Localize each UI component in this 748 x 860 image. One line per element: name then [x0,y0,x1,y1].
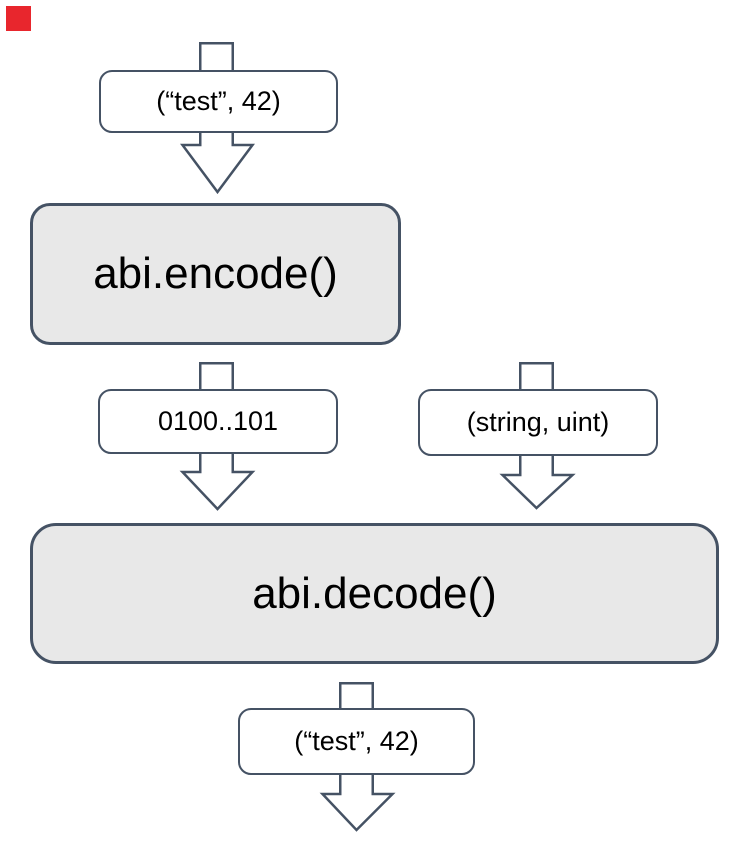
node-type-tuple: (string, uint) [418,389,658,456]
node-abi-decode: abi.decode() [30,523,719,664]
node-encoded-bytes: 0100..101 [98,389,338,454]
node-input-tuple: (“test”, 42) [99,70,338,133]
arrow-input-to-encode [180,130,255,195]
arrow-stem-into-types [519,362,554,393]
arrow-stem-encode-to-encoded [199,362,234,393]
arrow-output-out [319,773,396,832]
arrow-types-to-decode [499,453,576,510]
arrow-encoded-to-decode [179,452,256,511]
node-output-tuple: (“test”, 42) [238,708,475,775]
red-square-marker [6,6,31,31]
node-abi-encode: abi.encode() [30,203,401,345]
arrow-stem-decode-to-output [339,682,374,711]
arrow-stem-into-input [199,42,234,73]
